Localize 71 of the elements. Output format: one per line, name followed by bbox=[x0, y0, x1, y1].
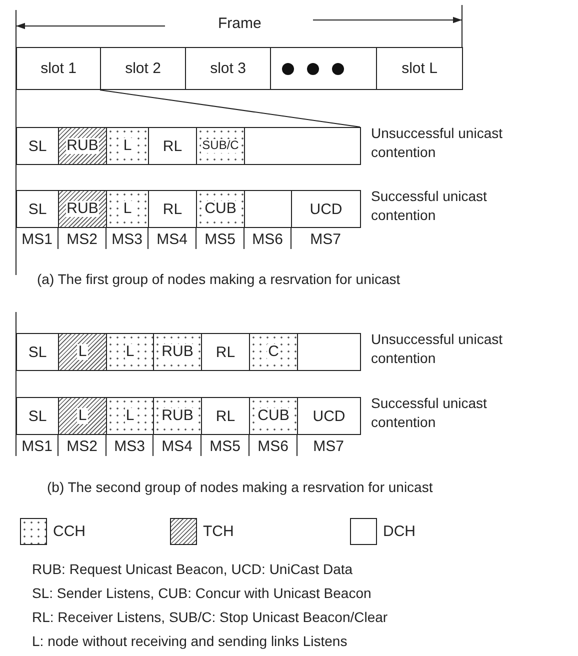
minislot-number: MS6 bbox=[256, 437, 290, 457]
minislot bbox=[106, 127, 149, 165]
minislot bbox=[106, 397, 154, 435]
minislot-number: MS2 bbox=[66, 230, 98, 250]
minislot bbox=[249, 397, 298, 435]
minislot-number: MS5 bbox=[208, 437, 242, 457]
minislot-number: MS4 bbox=[156, 230, 188, 250]
row-label: Unsuccessful unicast contention bbox=[371, 124, 504, 162]
figure-caption: (a) The first group of nodes making a resrvation for unicast bbox=[37, 270, 400, 289]
minislot-number: MS5 bbox=[204, 230, 236, 250]
minislot bbox=[153, 397, 202, 435]
minislot-label: L bbox=[122, 138, 133, 154]
minislot: RL bbox=[148, 127, 197, 165]
frame-slot bbox=[270, 47, 377, 90]
minislot-label: L bbox=[77, 344, 88, 360]
minislot bbox=[196, 127, 245, 165]
dimension-label: Frame bbox=[218, 14, 262, 33]
minislot bbox=[58, 333, 107, 371]
minislot bbox=[58, 127, 107, 165]
legend-label: DCH bbox=[383, 522, 416, 541]
minislot-label: RUB bbox=[66, 138, 100, 154]
minislot: UCD bbox=[291, 190, 361, 228]
frame-slot: slot 2 bbox=[100, 47, 186, 90]
minislot bbox=[196, 190, 245, 228]
minislot: UCD bbox=[297, 397, 361, 435]
minislot-label: RUB bbox=[66, 200, 100, 218]
minislot-number: MS4 bbox=[160, 437, 194, 457]
minislot-label: CUB bbox=[204, 200, 238, 218]
minislot: SL bbox=[16, 333, 59, 371]
minislot-number: MS1 bbox=[20, 437, 54, 457]
minislot-number: MS3 bbox=[113, 437, 146, 457]
minislot-label: L bbox=[77, 408, 88, 424]
figure-caption: (b) The second group of nodes making a resrvation for unicast bbox=[47, 478, 433, 497]
minislot-label: RUB bbox=[160, 408, 194, 424]
minislot: RL bbox=[201, 333, 250, 371]
minislot bbox=[106, 190, 149, 228]
frame-slot: slot L bbox=[376, 47, 463, 90]
minislot-label: C bbox=[267, 344, 280, 360]
minislot-label: L bbox=[124, 408, 136, 424]
legend-note: L: node without receiving and sending links Listens bbox=[32, 632, 348, 651]
minislot-label: RUB bbox=[160, 344, 194, 360]
minislot-number: MS1 bbox=[20, 230, 54, 250]
row-label: Successful unicast contention bbox=[371, 394, 488, 432]
minislot-label: SUB/C bbox=[201, 139, 240, 153]
row-label: Unsuccessful unicast contention bbox=[371, 330, 504, 368]
minislot-label: L bbox=[122, 200, 133, 218]
minislot: SL bbox=[16, 127, 59, 165]
minislot: RL bbox=[201, 397, 250, 435]
minislot-label: CUB bbox=[256, 408, 290, 424]
frame-slot: slot 1 bbox=[16, 47, 101, 90]
minislot-number: MS2 bbox=[66, 437, 98, 457]
minislot: SL bbox=[16, 190, 59, 228]
minislot: SL bbox=[16, 397, 59, 435]
minislot: RL bbox=[148, 190, 197, 228]
minislot-number: MS3 bbox=[110, 230, 144, 250]
legend-note: RL: Receiver Listens, SUB/C: Stop Unicast Beacon/Clear bbox=[32, 608, 388, 627]
minislot-number: MS7 bbox=[309, 230, 342, 250]
row-label: Successful unicast contention bbox=[371, 187, 488, 225]
minislot-label: L bbox=[124, 344, 136, 360]
legend-note: SL: Sender Listens, CUB: Concur with Unicast Beacon bbox=[32, 584, 372, 603]
minislot bbox=[106, 333, 154, 371]
minislot-number: MS7 bbox=[312, 437, 345, 457]
frame-slot: slot 3 bbox=[185, 47, 271, 90]
minislot bbox=[58, 190, 107, 228]
legend-note: RUB: Request Unicast Beacon, UCD: UniCast Data bbox=[32, 560, 353, 579]
minislot bbox=[153, 333, 202, 371]
minislot bbox=[58, 397, 107, 435]
legend-label: TCH bbox=[203, 522, 234, 541]
minislot bbox=[249, 333, 298, 371]
minislot-number: MS6 bbox=[251, 230, 284, 250]
legend-label: CCH bbox=[53, 522, 86, 541]
